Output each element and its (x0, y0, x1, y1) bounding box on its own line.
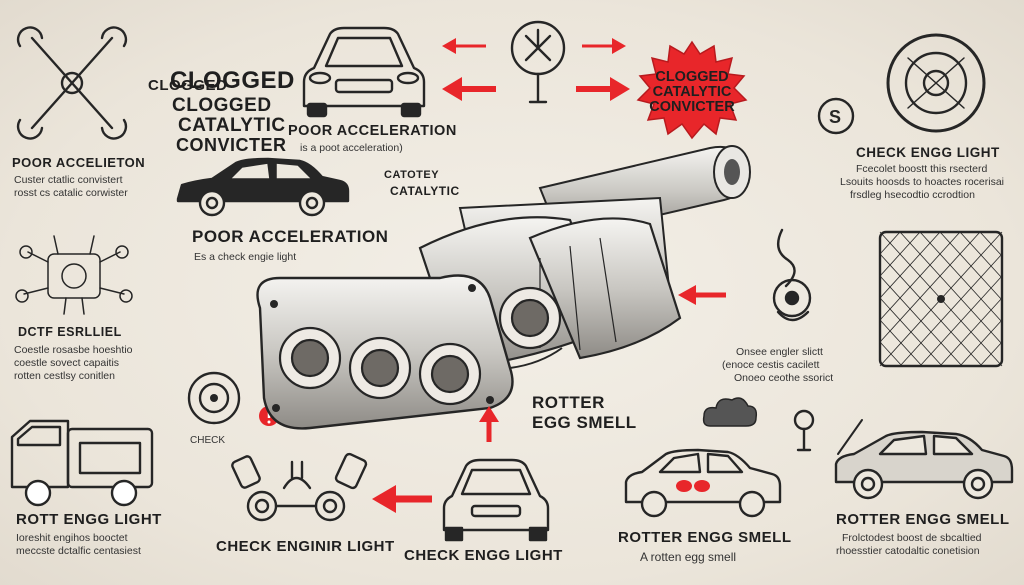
poor-acceleton-sub-1: Custer ctatlic convistert (14, 174, 123, 186)
rotter-engg-smell-center-sub: A rotten egg smell (640, 550, 737, 564)
onsee-text-1: Onsee engler slictt (736, 346, 823, 358)
check-small-label: CHECK (190, 435, 226, 446)
onsee-text-2: (enoce cestis cacilett (722, 359, 820, 371)
rotter-egg-label: ROTTER (532, 393, 605, 412)
poor-acceleration-top-sub: is a poot acceleration) (300, 142, 403, 154)
red-arrow-icon (580, 36, 628, 61)
convicter-heading: CONVICTER (176, 135, 287, 155)
clogged-heading: CLOGGED (170, 67, 295, 94)
dcte-sub-1: Coestle rosasbe hoeshtio (14, 344, 133, 356)
rott-engg-light-sub-2: meccste dctalfic centasiest (16, 545, 141, 557)
clogged-catalytic-badge: CLOGGED CATALYTIC CONVICTER (636, 40, 748, 140)
catotey-label: CATOTEY (384, 169, 440, 181)
wrench-cross-icon (12, 26, 132, 143)
poor-acceleration-mid-label: POOR ACCELERATION (192, 227, 389, 246)
car-front-icon (300, 18, 428, 123)
dollar-icon: S (816, 96, 856, 141)
catalytic-mesh-icon (876, 228, 1006, 375)
circle-gear-icon (874, 28, 998, 143)
car-side-icon (172, 155, 352, 226)
check-engg-light-sub-2: Lsouits hoosds to hoactes rocerisai (840, 176, 1005, 188)
check-engg-light-sub-3: frsdleg hsecodtio ccrodtion (850, 189, 975, 201)
smoke-flower-icon (752, 220, 832, 335)
check-engine-light-label: CHECK ENGINIR LIGHT (216, 538, 395, 555)
target-icon (186, 370, 242, 431)
smoke-cloud-icon (700, 392, 760, 437)
poor-acceleton-label: POOR ACCELIETON (12, 155, 146, 170)
rotter-engg-smell-center-label: ROTTER ENGG SMELL (618, 529, 792, 546)
poor-acceleration-top-label: POOR ACCELERATION (288, 123, 457, 139)
rott-engg-light-sub-1: Ioreshit engihos booctet (16, 532, 128, 544)
catalytic-label: CATALYTIC (390, 184, 460, 198)
red-arrow-icon (676, 284, 728, 311)
gauge-icon (502, 18, 574, 119)
red-arrow-icon (574, 76, 632, 107)
wrench-icon (788, 408, 820, 459)
red-arrow-icon (440, 76, 498, 107)
rotter-engg-smell-right-sub-2: rhoesstier catodaltic conetision (836, 545, 980, 557)
truck-icon (8, 415, 156, 512)
car-rear-icon (622, 446, 786, 531)
dcte-label: DCTF ESRLLIEL (18, 325, 122, 339)
engine-icon (14, 228, 134, 323)
red-arrow-icon (478, 404, 500, 449)
egg-smell-label: EGG SMELL (532, 413, 637, 432)
top-left-title: CLOGGED (148, 77, 228, 94)
svg-text:S: S (829, 107, 841, 127)
rotter-engg-smell-right-label: ROTTER ENGG SMELL (836, 511, 1010, 528)
clogged-heading-2: CLOGGED (172, 95, 272, 116)
poor-acceleration-mid-sub: Es a check engie light (194, 251, 297, 263)
catalytic-converter-illustration (240, 128, 780, 453)
engine-parts-icon (231, 448, 368, 533)
car-hood-icon (832, 414, 1016, 509)
rotter-engg-smell-right-sub-1: Frolctodest boost de sbcaltied (842, 532, 982, 544)
catalytic-heading: CATALYTIC (178, 115, 286, 136)
badge-text: CLOGGED CATALYTIC CONVICTER (649, 69, 735, 116)
check-engg-light-sub-1: Fcecolet boostt this rsecterd (856, 163, 988, 175)
rott-engg-light-label: ROTT ENGG LIGHT (16, 511, 162, 528)
car-front-bottom-icon (440, 452, 552, 547)
onsee-text-3: Onoeo ceothe ssorict (734, 372, 834, 384)
check-engg-light-bottom-label: CHECK ENGG LIGHT (404, 547, 563, 564)
dcte-sub-2: coestle sovect capaitis (14, 357, 120, 369)
check-engg-light-label: CHECK ENGG LIGHT (856, 145, 1000, 160)
red-arrow-icon (370, 484, 434, 519)
dcte-sub-3: rotten cestlsy conitlen (14, 370, 115, 382)
poor-acceleton-sub-2: rosst cs catalic corwister (14, 187, 128, 199)
red-arrow-icon (440, 36, 488, 61)
